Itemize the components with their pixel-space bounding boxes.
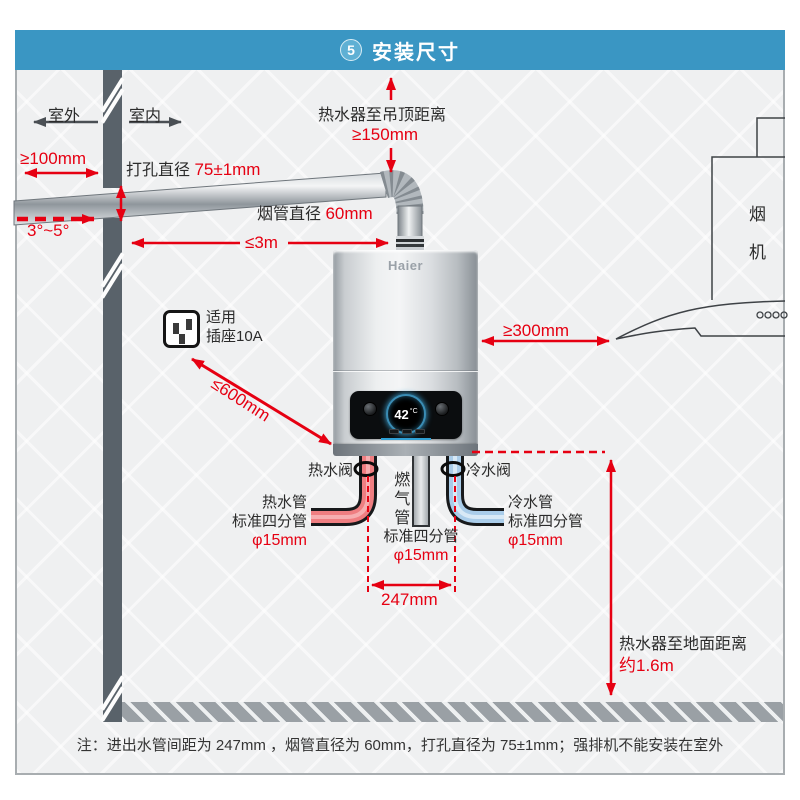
flue-run-length: ≤3m (245, 233, 278, 252)
ceiling-distance-label: 热水器至吊顶距离 (318, 107, 447, 124)
flue-diameter-label: 烟管直径 60mm (257, 204, 373, 223)
panel-accent-line (381, 438, 431, 440)
hood-label-char1: 烟 (749, 205, 766, 224)
hot-pipe-spec: 热水管 标准四分管 φ15mm (231, 494, 307, 549)
panel-button[interactable] (389, 429, 399, 434)
panel-seam (333, 370, 478, 371)
temperature-display: 42 °C (386, 394, 426, 434)
hot-valve-label: 热水阀 (308, 462, 354, 479)
power-socket-icon (163, 310, 200, 348)
right-knob[interactable] (435, 402, 449, 416)
hood-label-char2: 机 (749, 243, 766, 262)
outdoor-label: 室外 (48, 108, 81, 125)
wall-lower-segment (103, 218, 122, 722)
brand-logo: Haier (387, 258, 424, 273)
slope-label: 3°~5° (27, 221, 70, 240)
wall-side-clearance: ≥100mm (20, 149, 87, 168)
indoor-label: 室内 (129, 108, 162, 125)
panel-button[interactable] (415, 429, 425, 434)
page-title: 安装尺寸 (372, 41, 460, 64)
flue-collar (396, 236, 424, 250)
cold-pipe-spec: 冷水管 标准四分管 φ15mm (508, 494, 584, 549)
control-panel: 42 °C (350, 391, 462, 440)
ceiling-distance-value: ≥150mm (352, 125, 419, 144)
hood-clearance: ≥300mm (503, 321, 570, 340)
section-header: 5 安装尺寸 (15, 30, 785, 70)
floor-distance-value: 约1.6m (619, 656, 674, 675)
floor-hatch (122, 702, 783, 722)
footnote: 注：进出水管间距为 247mm ，烟管直径为 60mm，打孔直径为 75±1mm… (76, 737, 724, 754)
floor-distance-label: 热水器至地面距离 (619, 636, 748, 653)
temperature-unit: °C (409, 407, 418, 415)
pipe-spacing-value: 247mm (381, 590, 438, 609)
gas-pipe-spec: 标准四分管 φ15mm (383, 528, 459, 564)
left-knob[interactable] (363, 402, 377, 416)
cold-valve-label: 冷水阀 (466, 462, 512, 479)
step-number-badge: 5 (340, 39, 362, 61)
socket-label-line1: 适用 (206, 309, 237, 326)
gas-pipe-label: 燃气管 (391, 471, 409, 528)
panel-button[interactable] (402, 429, 412, 434)
water-heater-bottom (333, 444, 478, 456)
socket-label-line2: 插座10A (206, 328, 263, 345)
temperature-value: 42 (394, 406, 409, 422)
hole-diameter-label: 打孔直径 75±1mm (126, 160, 261, 179)
